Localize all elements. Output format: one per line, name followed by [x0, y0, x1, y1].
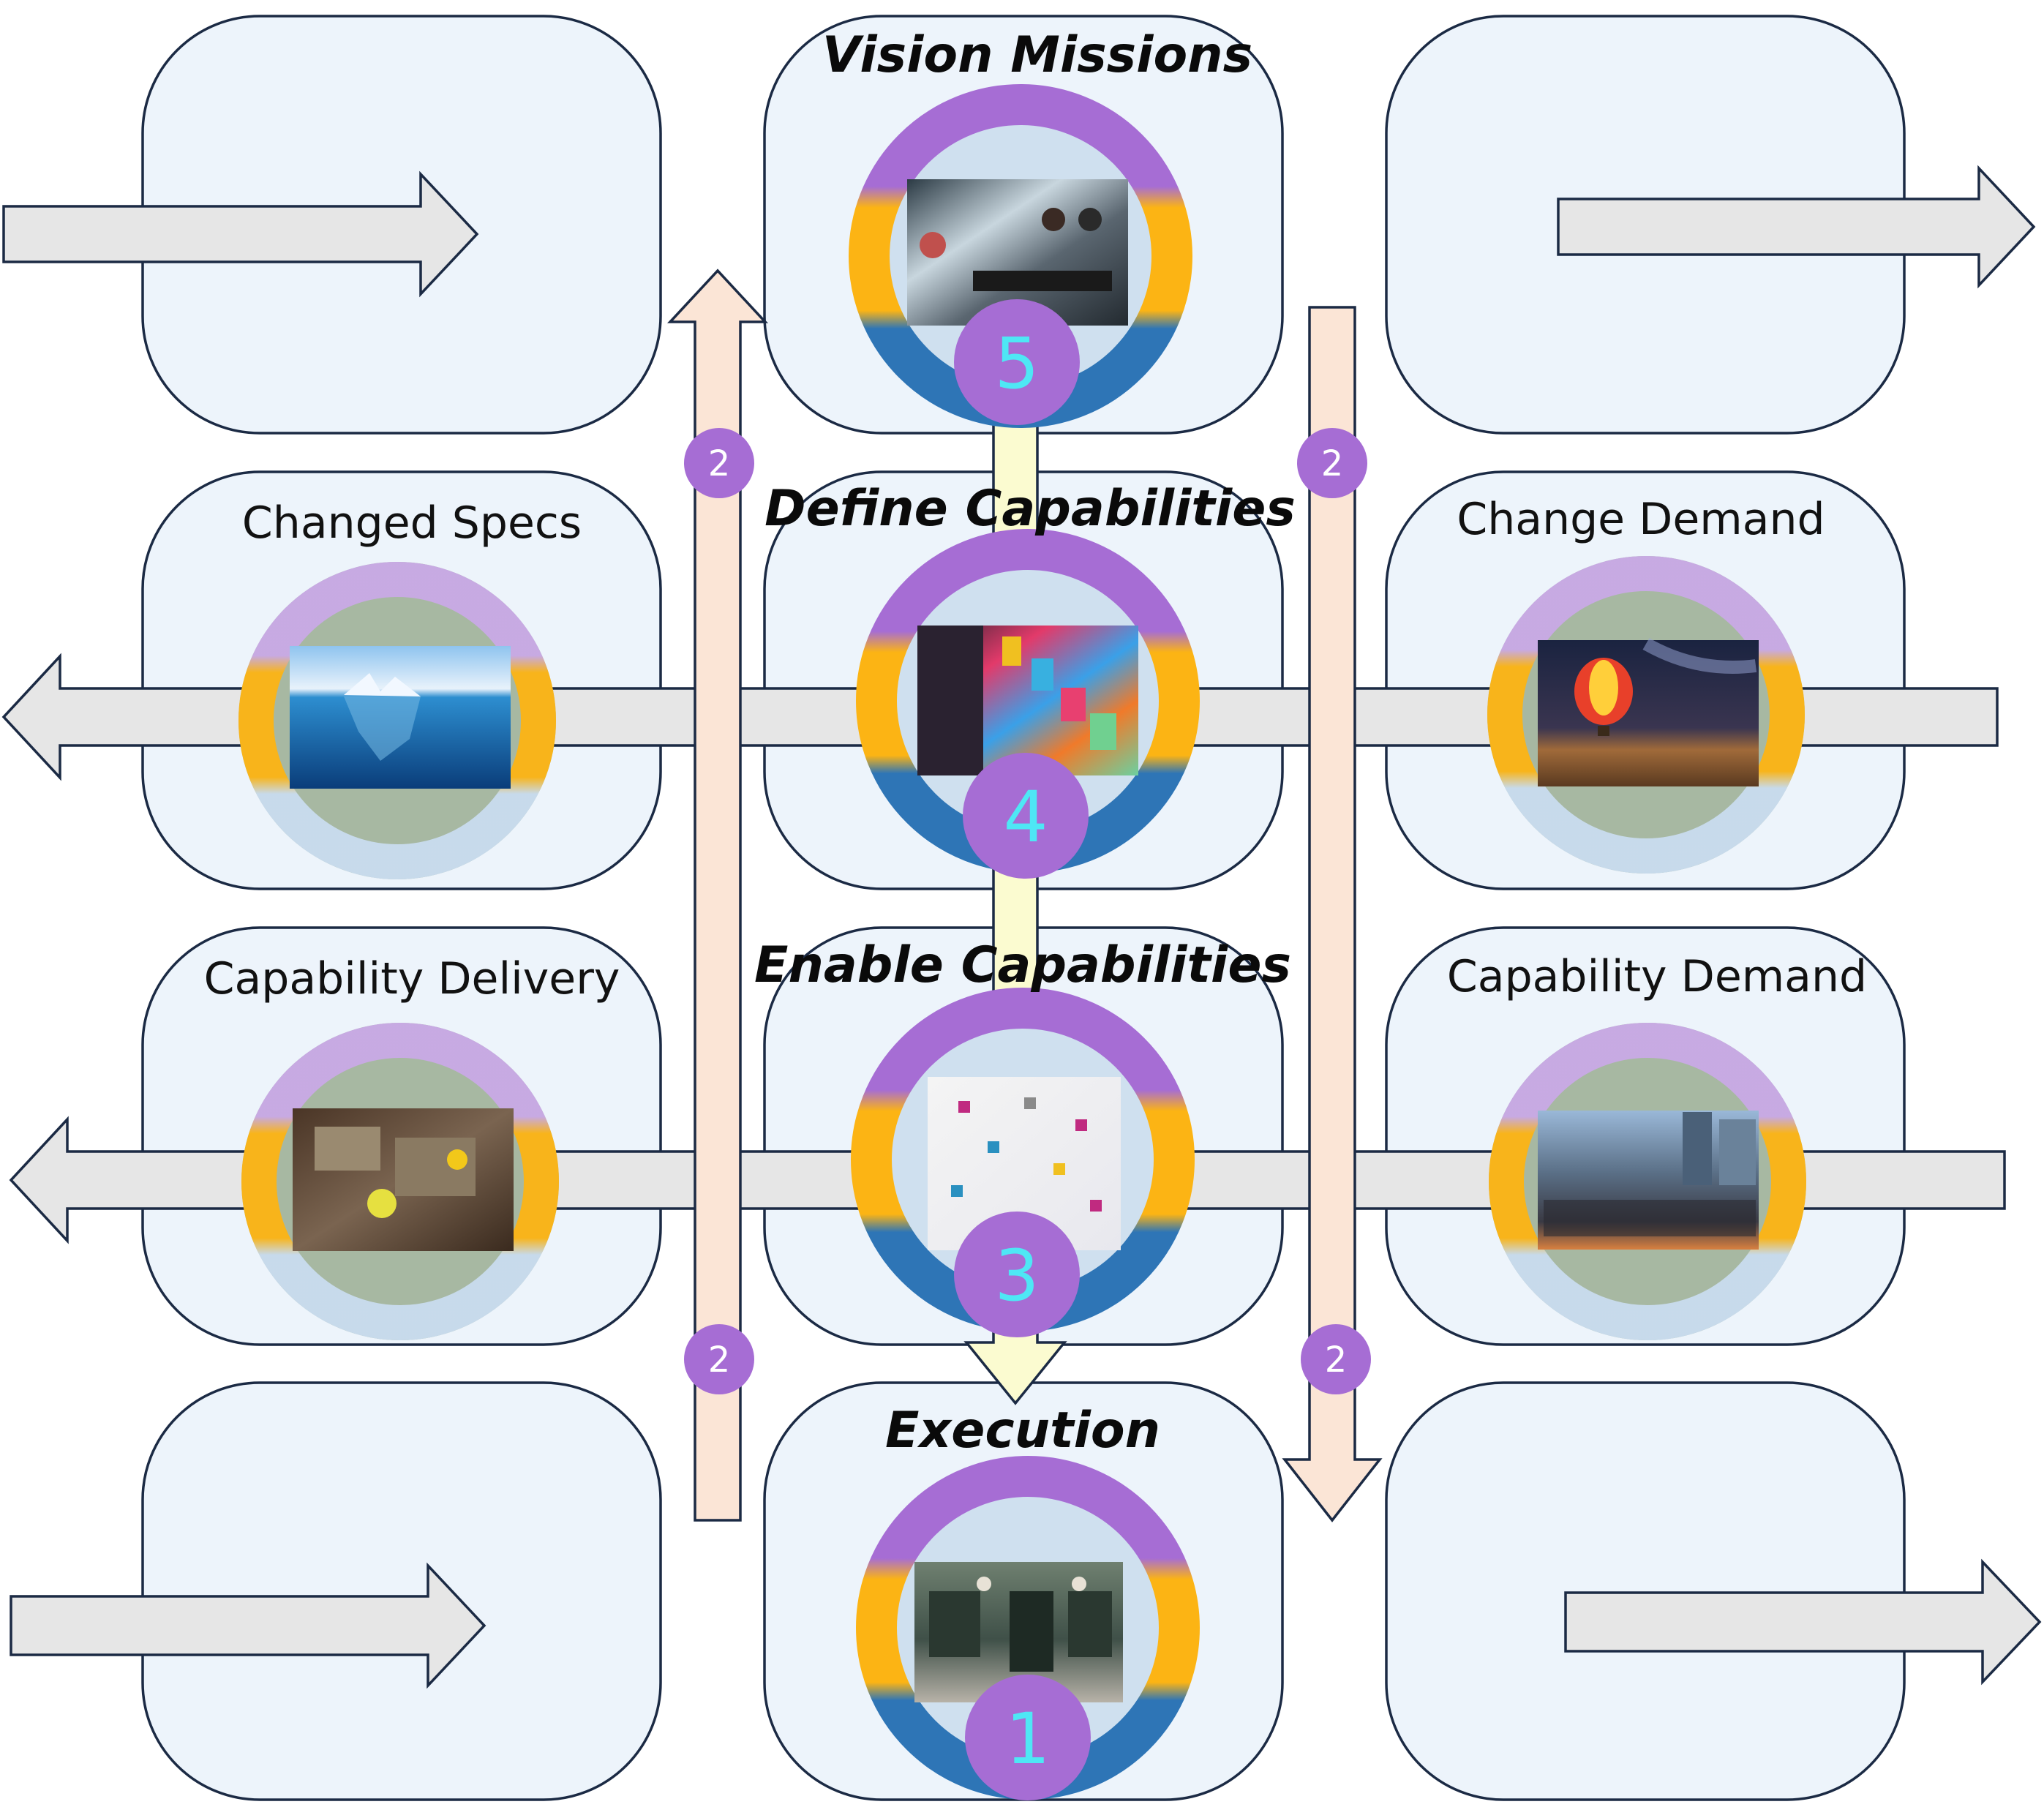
step-badge-vision	[954, 299, 1080, 425]
loop-badge-left-bottom	[684, 1324, 754, 1394]
step-number-enable: 3	[994, 1235, 1039, 1317]
node-changed-specs	[238, 562, 556, 879]
panel-bottom-right	[1385, 1381, 1906, 1801]
step-badge-define	[963, 753, 1089, 879]
arrow-bottom-right-right	[1564, 1558, 2042, 1686]
arrow-left-up	[666, 268, 769, 1522]
loop-number-left-top: 2	[708, 443, 731, 484]
title-define-capabilities: Define Capabilities	[764, 480, 1296, 538]
node-change-demand	[1487, 556, 1805, 874]
loop-badge-right-top	[1297, 428, 1367, 498]
loop-badge-left-top	[684, 428, 754, 498]
arrow-bottom-left-right	[10, 1562, 486, 1689]
step-number-vision: 5	[994, 323, 1039, 405]
loop-badge-right-bottom	[1301, 1324, 1371, 1394]
hot-air-balloon-night-photo	[1538, 638, 1759, 786]
panel-bottom-left	[141, 1381, 662, 1801]
loop-number-left-bottom: 2	[708, 1340, 731, 1381]
loop-number-right-bottom: 2	[1325, 1340, 1348, 1381]
loop-number-right-top: 2	[1321, 443, 1344, 484]
storefront-photo	[914, 1562, 1123, 1702]
node-capability-demand	[1489, 1023, 1806, 1340]
step-badge-enable	[954, 1212, 1080, 1337]
label-changed-specs: Changed Specs	[242, 497, 582, 549]
workers-overhead-photo	[293, 1108, 514, 1251]
city-crowd-photo	[1538, 1111, 1759, 1250]
arrow-top-left-right	[2, 170, 479, 298]
node-execution	[856, 1456, 1200, 1800]
node-vision	[849, 84, 1192, 428]
label-change-demand: Change Demand	[1457, 494, 1825, 545]
arrow-top-right-right	[1557, 165, 2036, 289]
iceberg-photo	[290, 646, 511, 789]
arrow-right-down	[1282, 306, 1383, 1522]
title-vision-missions: Vision Missions	[822, 26, 1252, 84]
step-number-execution: 1	[1005, 1698, 1050, 1780]
colorful-blocks-photo	[917, 626, 1138, 775]
label-capability-delivery: Capability Delivery	[204, 953, 620, 1004]
node-capability-delivery	[241, 1023, 559, 1340]
step-number-define: 4	[1003, 776, 1048, 858]
step-badge-execution	[965, 1675, 1091, 1800]
title-enable-capabilities: Enable Capabilities	[754, 936, 1291, 994]
label-capability-demand: Capability Demand	[1447, 951, 1867, 1002]
wooden-cubes-pattern-photo	[928, 1077, 1121, 1250]
title-execution: Execution	[885, 1402, 1160, 1460]
